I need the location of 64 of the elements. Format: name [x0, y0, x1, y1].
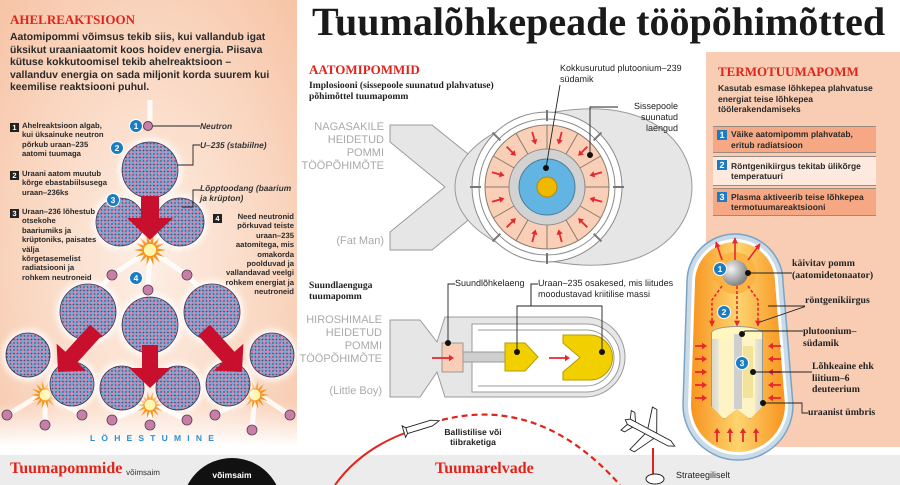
section-heading: Tuumarelvade [435, 460, 534, 478]
title: Tuumalõhkepeade tööpõhimõtted [312, 2, 886, 42]
note: võimsaim [125, 468, 161, 477]
number-badge: 1 [717, 130, 727, 140]
route-label: Strateegiliselt [676, 470, 730, 481]
callout-label: Kokkusurutud plutoonium–239 südamik [560, 63, 690, 85]
callout-label: käivitav pomm (aatomidetonaator) [792, 258, 898, 282]
section-heading: Tuumapommide [10, 460, 122, 478]
callout-label: plutoonium–südamik [803, 326, 888, 350]
heading: TERMOTUUMAPOMM [718, 64, 859, 80]
subheading: Suundlaenguga tuumapomm [309, 280, 374, 303]
neutron-circle [143, 121, 153, 131]
step-text: Röntgenikiirgus tekitab ülikõrge temperatuuri [731, 160, 862, 182]
callout-label: uraanist ümbris [808, 407, 898, 419]
bomb-caption: HIROSHIMALE HEIDETUD POMMI TÖÖPÕHIMÕTE [298, 314, 382, 366]
arrow [747, 286, 761, 327]
leader-line [739, 330, 804, 337]
arrow [732, 237, 738, 260]
arrow [709, 286, 723, 327]
bomb-caption: NAGASAKILE HEIDETUD POMMI TÖÖPÕHIMÕTE [300, 121, 384, 173]
callout-label: U–235 (stabiilne) [200, 140, 290, 150]
callout-label: Neutron [200, 121, 280, 131]
step-text: Plasma aktiveerib teise lõhkepea termotuumareaktsiooni [731, 192, 865, 212]
leader-line [760, 400, 808, 414]
callout-label: Lõhkeaine ehk liitium–6 deuteerium [812, 361, 897, 396]
intro-text: Aatomipommi võimsus tekib siis, kui vallandub igat üksikut uraaniaatomit koos hoidev energia. Piisava kütuse kokkutoomisel tekib ahelreaktsioon – vallanduv energia on sada miljonit korda suurem kui keemilise reaktsiooni puhul. [10, 32, 270, 95]
leader-line [750, 369, 812, 375]
arrow [714, 241, 723, 260]
number-badge: 3 [107, 194, 119, 206]
number-badge: 2 [111, 142, 123, 154]
leader-line [587, 106, 618, 158]
subheading: Implosiooni (sissepoole suunatud plahvatuse) põhimõttel tuumapomm [309, 80, 495, 103]
step-band [713, 188, 876, 216]
callout-label: Uraan–235 osakesed, mis liitudes moodustavad kriitilise massi [538, 278, 698, 300]
number-badge: 1 [130, 120, 142, 132]
callout-label: Sissepoole suunatud laengud [618, 101, 678, 134]
number-badge: 3 [717, 192, 727, 202]
step-text: Väike aatomipomm plahvatab, eritub radiatsioon [731, 129, 854, 150]
panel [0, 0, 297, 447]
step-band [713, 156, 876, 186]
leader-line [543, 84, 560, 171]
leader-line [530, 284, 605, 355]
number-badge: 3 [736, 357, 748, 369]
number-badge: 2 [717, 160, 727, 170]
arrow [747, 244, 761, 260]
leader-line [760, 306, 806, 322]
number-badge: 1 [714, 263, 726, 275]
intro-text: Kasutab esmase lõhkepea plahvatuse energiat teise lõhkepea töölerakendamiseks [718, 83, 874, 115]
bomb-name: (Little Boy) [328, 385, 382, 398]
callout-label: röntgenikiirgus [805, 295, 895, 307]
leader-line [178, 144, 200, 166]
number-badge: 4 [130, 272, 142, 284]
leader-line [182, 190, 200, 208]
heading: AATOMIPOMMID [309, 62, 420, 78]
callout-label: Lõpptoodang (baarium ja krüpton) [200, 183, 295, 203]
route-label: Ballistilise või tiibraketiga [443, 427, 503, 448]
caption: LÖHESTUMINE [90, 433, 220, 443]
arrow [734, 286, 740, 327]
leader-line [445, 284, 456, 346]
heading: AHELREAKTSIOON [10, 12, 135, 28]
step-band [713, 126, 876, 153]
callout-label: Suundlõhkelaeng [455, 278, 530, 289]
number-badge: 2 [718, 306, 730, 318]
core-rod [734, 334, 742, 409]
